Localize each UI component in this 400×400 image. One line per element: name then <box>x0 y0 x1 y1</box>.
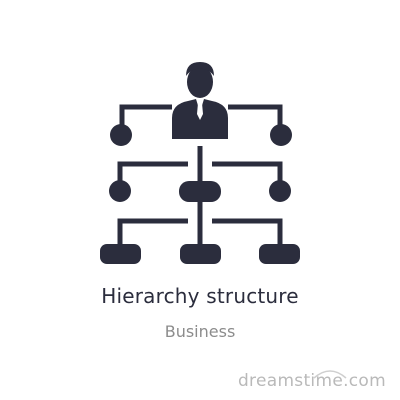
middle-nodes <box>109 180 291 202</box>
icon-category: Business <box>164 322 236 341</box>
hierarchy-structure-icon <box>100 62 300 264</box>
middle-connectors <box>117 161 283 182</box>
person-icon <box>172 62 228 139</box>
watermark-text: dreamstime.com <box>237 371 386 391</box>
watermark-logo-icon <box>313 370 347 379</box>
icon-title: Hierarchy structure <box>101 284 299 308</box>
top-nodes <box>110 124 292 146</box>
bottom-nodes <box>100 244 300 264</box>
top-connectors <box>119 104 283 128</box>
bottom-connectors <box>117 218 283 246</box>
